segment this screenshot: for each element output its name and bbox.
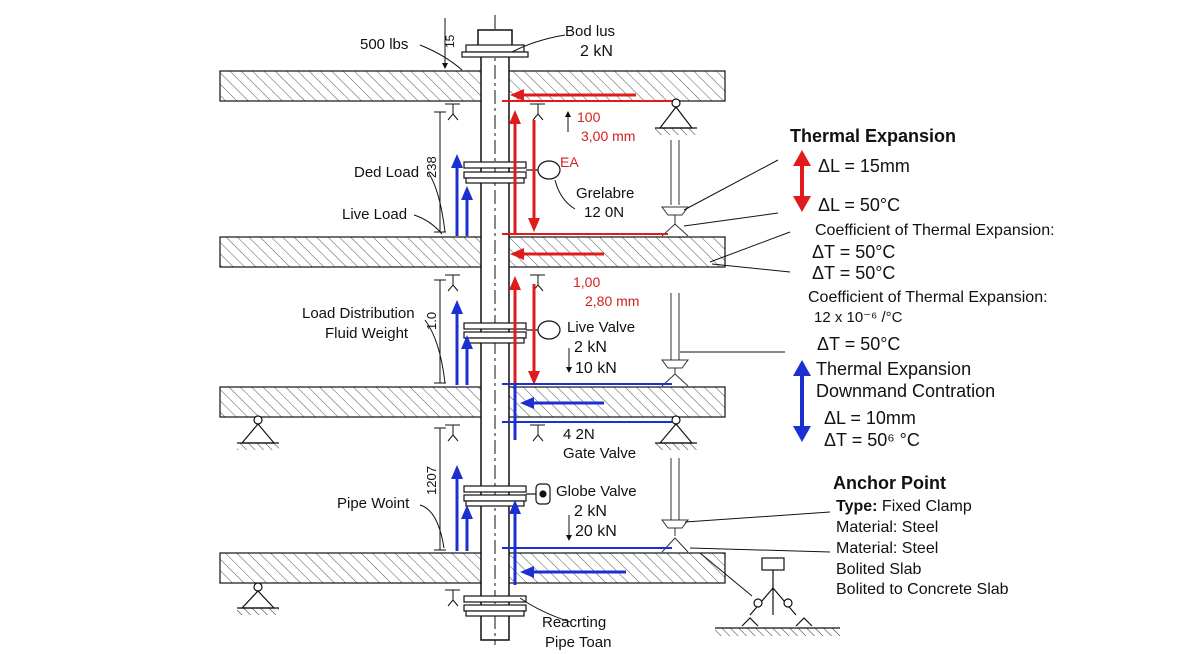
thermal-dl2: ΔL = 50°C	[818, 195, 900, 215]
bottom-callout-line2: Pipe Toan	[545, 634, 611, 651]
anchor-point-symbol	[715, 557, 840, 636]
thermal-expansion-title: Thermal Expansion	[816, 359, 971, 379]
level1-dim-a: 100	[577, 109, 601, 125]
slab-level-2	[219, 236, 726, 268]
leader-lines	[413, 34, 831, 623]
concrete-slabs	[219, 70, 726, 584]
pin-support-top-right	[655, 98, 697, 135]
grelabre-label: Grelabre	[576, 185, 634, 202]
gate-valve-label: Gate Valve	[563, 445, 636, 462]
top-load-label: 500 lbs	[360, 36, 408, 53]
vertical-pipe	[461, 15, 529, 645]
top-callout-line2: 2 kN	[580, 43, 613, 60]
bottom-callout: Reacrting Pipe Toan	[542, 614, 611, 651]
dim-top-label: 15	[443, 34, 457, 48]
top-callout-line1: Bod lus	[565, 23, 615, 40]
flange-4	[463, 595, 527, 617]
thermal-contraction-label: Downmand Contration	[816, 381, 995, 401]
thermal-dt4: ΔT = 50⁶ °C	[824, 430, 920, 450]
dim-a-label: 238	[424, 156, 439, 178]
flange-3	[463, 485, 527, 507]
flange-1	[463, 161, 527, 184]
blue-contraction-legend-arrow	[793, 360, 811, 442]
valve-handle-2	[526, 320, 561, 340]
grelabre-value: 12 0N	[584, 204, 624, 221]
thermal-dt2: ΔT = 50°C	[812, 263, 895, 283]
mid-labels: Grelabre 12 0N Live Valve 2 kN 10 kN 4 2…	[556, 185, 637, 540]
anchor-title: Anchor Point	[833, 473, 946, 493]
live-valve-label: Live Valve	[567, 319, 635, 336]
level1-dim-b: 3,00 mm	[581, 128, 635, 144]
live-valve-value-2: 10 kN	[575, 360, 617, 377]
thermal-dl1: ΔL = 15mm	[818, 156, 910, 176]
thermal-dl3: ΔL = 10mm	[824, 408, 916, 428]
gate-load-label: 4 2N	[563, 426, 595, 443]
anchor-material-1: Material: Steel	[836, 519, 938, 536]
thermal-legend-arrows	[793, 150, 811, 442]
globe-valve-value-2: 20 kN	[575, 523, 617, 540]
thermal-coeff2: Coefficient of Thermal Expansion:	[808, 289, 1048, 306]
left-labels: 500 lbs 15 Ded Load Live Load 238 Load D…	[302, 34, 457, 512]
pipe-brackets	[445, 103, 545, 607]
thermal-expansion-arrows	[502, 89, 672, 385]
flange-2	[463, 322, 527, 344]
thermal-coeff-value: 12 x 10⁻⁶ /°C	[814, 309, 903, 326]
anchor-legend: Anchor Point Type: Fixed Clamp Material:…	[833, 473, 1009, 598]
red-dimension-labels: 100 3,00 mm EA 1,00 2,80 mm	[560, 109, 639, 309]
red-expansion-legend-arrow	[793, 150, 811, 212]
anchor-material-2: Material: Steel	[836, 540, 938, 557]
hanger-supports	[661, 140, 689, 553]
globe-valve-label: Globe Valve	[556, 483, 637, 500]
level2-dim-a: 1,00	[573, 274, 600, 290]
spring-hanger-2	[661, 359, 689, 387]
anchor-bolted: Bolited Slab	[836, 561, 921, 578]
dead-load-label: Ded Load	[354, 164, 419, 181]
anchor-type: Type: Fixed Clamp	[836, 498, 972, 515]
thermal-legend: Thermal Expansion ΔL = 15mm ΔL = 50°C Co…	[790, 126, 1055, 450]
dim-b-label: 1.0	[424, 312, 439, 330]
thermal-dt3: ΔT = 50°C	[817, 334, 900, 354]
anchor-bolted-full: Bolited to Concrete Slab	[836, 581, 1009, 598]
slab-level-1	[219, 70, 726, 102]
pin-supports	[237, 98, 697, 615]
pipe-weight-label: Pipe Woint	[337, 495, 410, 512]
globe-valve-value-1: 2 kN	[574, 503, 607, 520]
contraction-arrows	[451, 154, 672, 585]
spring-hanger-1	[661, 206, 689, 237]
live-valve-value-1: 2 kN	[574, 339, 607, 356]
pin-support-left-lower	[237, 582, 279, 615]
thermal-title: Thermal Expansion	[790, 126, 956, 146]
pipe-flanges	[463, 161, 527, 617]
dim-c-label: 1207	[424, 466, 439, 495]
pin-support-mid-right	[655, 415, 697, 450]
pin-support-left-upper	[237, 415, 279, 450]
top-callout: Bod lus 2 kN	[565, 23, 615, 60]
globe-valve-handwheel	[526, 483, 551, 505]
slab-level-4	[219, 552, 726, 584]
thermal-coeff1: Coefficient of Thermal Expansion:	[815, 222, 1055, 239]
live-load-label: Live Load	[342, 206, 407, 223]
fluid-weight-label: Fluid Weight	[325, 325, 409, 342]
pipe-top-cap	[477, 29, 513, 47]
bottom-callout-line1: Reacrting	[542, 614, 606, 631]
load-distribution-label: Load Distribution	[302, 305, 415, 322]
valve-handle-1	[526, 160, 561, 180]
valve-handles	[526, 160, 561, 505]
level2-dim-b: 2,80 mm	[585, 293, 639, 309]
anchor-type-value: Fixed Clamp	[877, 498, 971, 515]
anchor-type-label: Type:	[836, 498, 877, 515]
ea-label: EA	[560, 154, 579, 170]
slab-level-3	[219, 386, 726, 418]
thermal-dt1: ΔT = 50°C	[812, 242, 895, 262]
